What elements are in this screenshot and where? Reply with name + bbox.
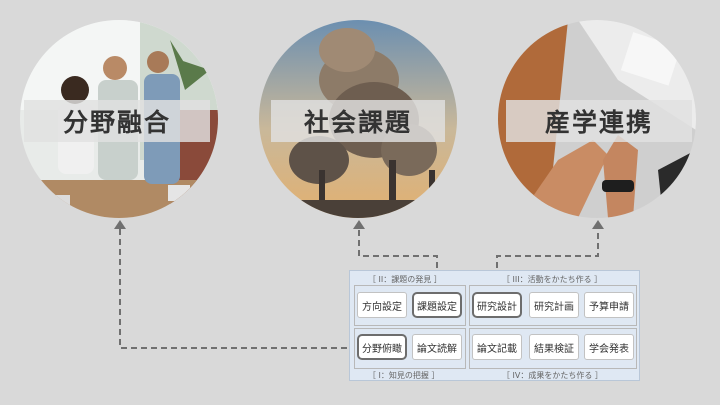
connector-field-overview-to-fusion [119,226,357,349]
problem-setting-button[interactable]: 課題設定 [412,292,462,318]
budget-application-button[interactable]: 予算申請 [584,292,634,318]
conference-presentation-button[interactable]: 学会発表 [584,334,634,360]
arrow-up-icon [114,220,126,229]
group-knowledge-grasp [354,328,466,369]
group-label-discovery: ［ II：課題の発見 ］ [368,275,442,284]
circle-caption: 分野融合 [24,100,210,142]
direction-setting-button[interactable]: 方向設定 [357,292,407,318]
group-results-shaping [469,328,637,369]
arrow-up-icon [592,220,604,229]
arrow-up-icon [353,220,365,229]
group-label-results: ［ IV：成果をかたち作る ］ [502,371,603,380]
group-problem-discovery [354,285,466,326]
group-label-knowledge: ［ I：知見の把握 ］ [368,371,440,380]
circle-caption: 産学連携 [506,100,692,142]
group-activity-shaping [469,285,637,326]
group-label-activity: ［ III：活動をかたち作る ］ [502,275,603,284]
research-design-button[interactable]: 研究設計 [472,292,522,318]
field-overview-button[interactable]: 分野俯瞰 [357,334,407,360]
circle-social-issues: 社会課題 [259,20,457,218]
research-plan-button[interactable]: 研究計画 [529,292,579,318]
circle-caption: 社会課題 [271,100,445,142]
paper-reading-button[interactable]: 論文読解 [412,334,462,360]
paper-writing-button[interactable]: 論文記載 [472,334,522,360]
circle-field-fusion: 分野融合 [20,20,218,218]
circle-industry-academia: 産学連携 [498,20,696,218]
result-verification-button[interactable]: 結果検証 [529,334,579,360]
